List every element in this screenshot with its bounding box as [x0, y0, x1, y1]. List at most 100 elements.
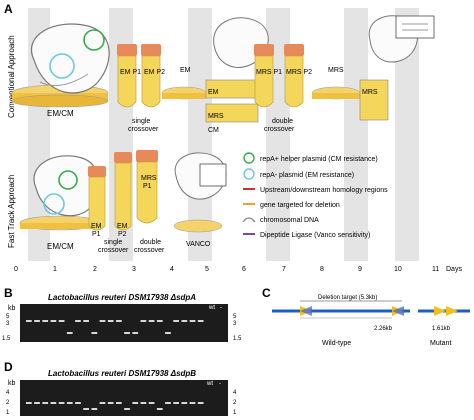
mrs-plate: MRS: [311, 67, 361, 100]
gel-bands: [26, 320, 204, 334]
gel-band: [165, 332, 171, 334]
panel-d: D Lactobacillus reuteri DSM17938 ΔsdpB k…: [4, 360, 237, 416]
final-rack-row: MRS: [362, 89, 378, 96]
gel-band: [116, 320, 122, 322]
gel-band: [50, 402, 57, 404]
legend-bar-icon: [243, 203, 255, 205]
day-label: 8: [320, 266, 324, 273]
tube-em-p2: EM P2: [141, 44, 165, 108]
gel-band: [34, 402, 40, 404]
gel-band: [58, 320, 65, 322]
wt-label: Wild-type: [322, 340, 351, 347]
fast-plate-label: EM/CM: [47, 242, 74, 251]
panel-a-letter: A: [4, 2, 13, 16]
kb-label: kb: [8, 380, 16, 387]
wild-type-construct: 2.26kb Wild-type: [272, 306, 410, 347]
lane-tag-neg: -: [220, 305, 222, 311]
em-plasmid-icon: [49, 53, 75, 79]
cm-label: CM: [208, 127, 219, 134]
day-label: 1: [53, 266, 57, 273]
legend-item: Dipeptide Ligase (Vanco sensitivity): [260, 232, 370, 239]
tube-label: EM P2: [144, 69, 165, 76]
mutant-construct: 1.61kb Mutant: [418, 306, 470, 347]
day-label: 7: [282, 266, 286, 273]
gel-band: [26, 402, 32, 404]
legend-curve-icon: [242, 217, 256, 223]
panel-c-letter: C: [262, 286, 271, 300]
mut-size-label: 1.61kb: [432, 326, 451, 332]
gel-band: [116, 402, 122, 404]
gel-band: [156, 320, 163, 322]
gel-band: [189, 402, 196, 404]
tube-label: EM P1: [120, 69, 141, 76]
rack-row-mrs: MRS: [208, 113, 224, 120]
lane-tag-wt: wt: [208, 305, 215, 311]
legend-item: Upstream/downstream homology regions: [260, 187, 388, 194]
gel-band: [181, 320, 188, 322]
legend-item: gene targeted for deletion: [260, 202, 340, 209]
gel-band: [140, 320, 147, 322]
gel-band: [197, 402, 204, 404]
day-label: 5: [205, 266, 209, 273]
gel-band: [173, 320, 179, 322]
tube-label: EM: [180, 67, 191, 74]
tick-label: 4: [6, 390, 10, 396]
tube-label: MRS P2: [286, 69, 312, 76]
row-label-fast-track: Fast Track Approach: [7, 175, 16, 248]
mut-label: Mutant: [430, 340, 451, 347]
legend-bar-icon: [243, 233, 255, 235]
gel-band: [189, 320, 196, 322]
gel-band: [99, 320, 106, 322]
helper-plasmid-icon: [58, 170, 78, 190]
gel-title: Lactobacillus reuteri DSM17938 ΔsdpB: [48, 369, 196, 378]
legend-circle-icon: [243, 168, 255, 180]
tick-label: 1.5: [2, 336, 11, 342]
gel-band: [99, 402, 106, 404]
tick-label: 5: [6, 314, 10, 320]
panel-b-letter: B: [4, 286, 13, 300]
gel-band: [66, 402, 73, 404]
tick-label: 2: [6, 400, 10, 406]
gel-band: [83, 408, 89, 410]
deletion-target-label: Deletion target (5.3kb): [318, 295, 377, 301]
conventional-plate-label: EM/CM: [47, 109, 74, 118]
day-label: 0: [14, 266, 18, 273]
gel-band: [132, 332, 139, 334]
rack-row-em: EM: [208, 89, 219, 96]
gel-title: Lactobacillus reuteri DSM17938 ΔsdpA: [48, 293, 196, 302]
gel-band: [107, 320, 114, 322]
gel-band: [26, 320, 32, 322]
gel-image: [20, 304, 228, 342]
gel-band: [66, 332, 73, 334]
gel-band: [75, 402, 81, 404]
legend-item: repA+ helper plasmid (CM resistance): [260, 156, 378, 163]
tick-label: 4: [233, 390, 237, 396]
tube-mrs-p2: MRS P2: [284, 44, 312, 108]
tick-label: 3: [233, 321, 237, 327]
day-label: 2: [93, 266, 97, 273]
final-rack: MRS: [359, 15, 435, 121]
gel-band: [107, 402, 114, 404]
day-label: 3: [132, 266, 136, 273]
gel-band: [83, 320, 89, 322]
days-unit: Days: [446, 266, 462, 273]
gel-image: [20, 380, 228, 416]
gel-band: [140, 402, 147, 404]
gel-band: [132, 402, 139, 404]
day-label: 11: [432, 266, 439, 273]
lane-tag-wt: wt: [206, 381, 213, 387]
gel-band: [50, 320, 57, 322]
tick-label: 2: [233, 400, 237, 406]
gel-band: [58, 402, 65, 404]
vanco-plate: VANCO: [173, 152, 227, 248]
gel-band: [148, 320, 155, 322]
tick-label: 1: [6, 410, 10, 416]
panel-a: A Conventional Approach Fast Track Appro…: [4, 2, 462, 273]
